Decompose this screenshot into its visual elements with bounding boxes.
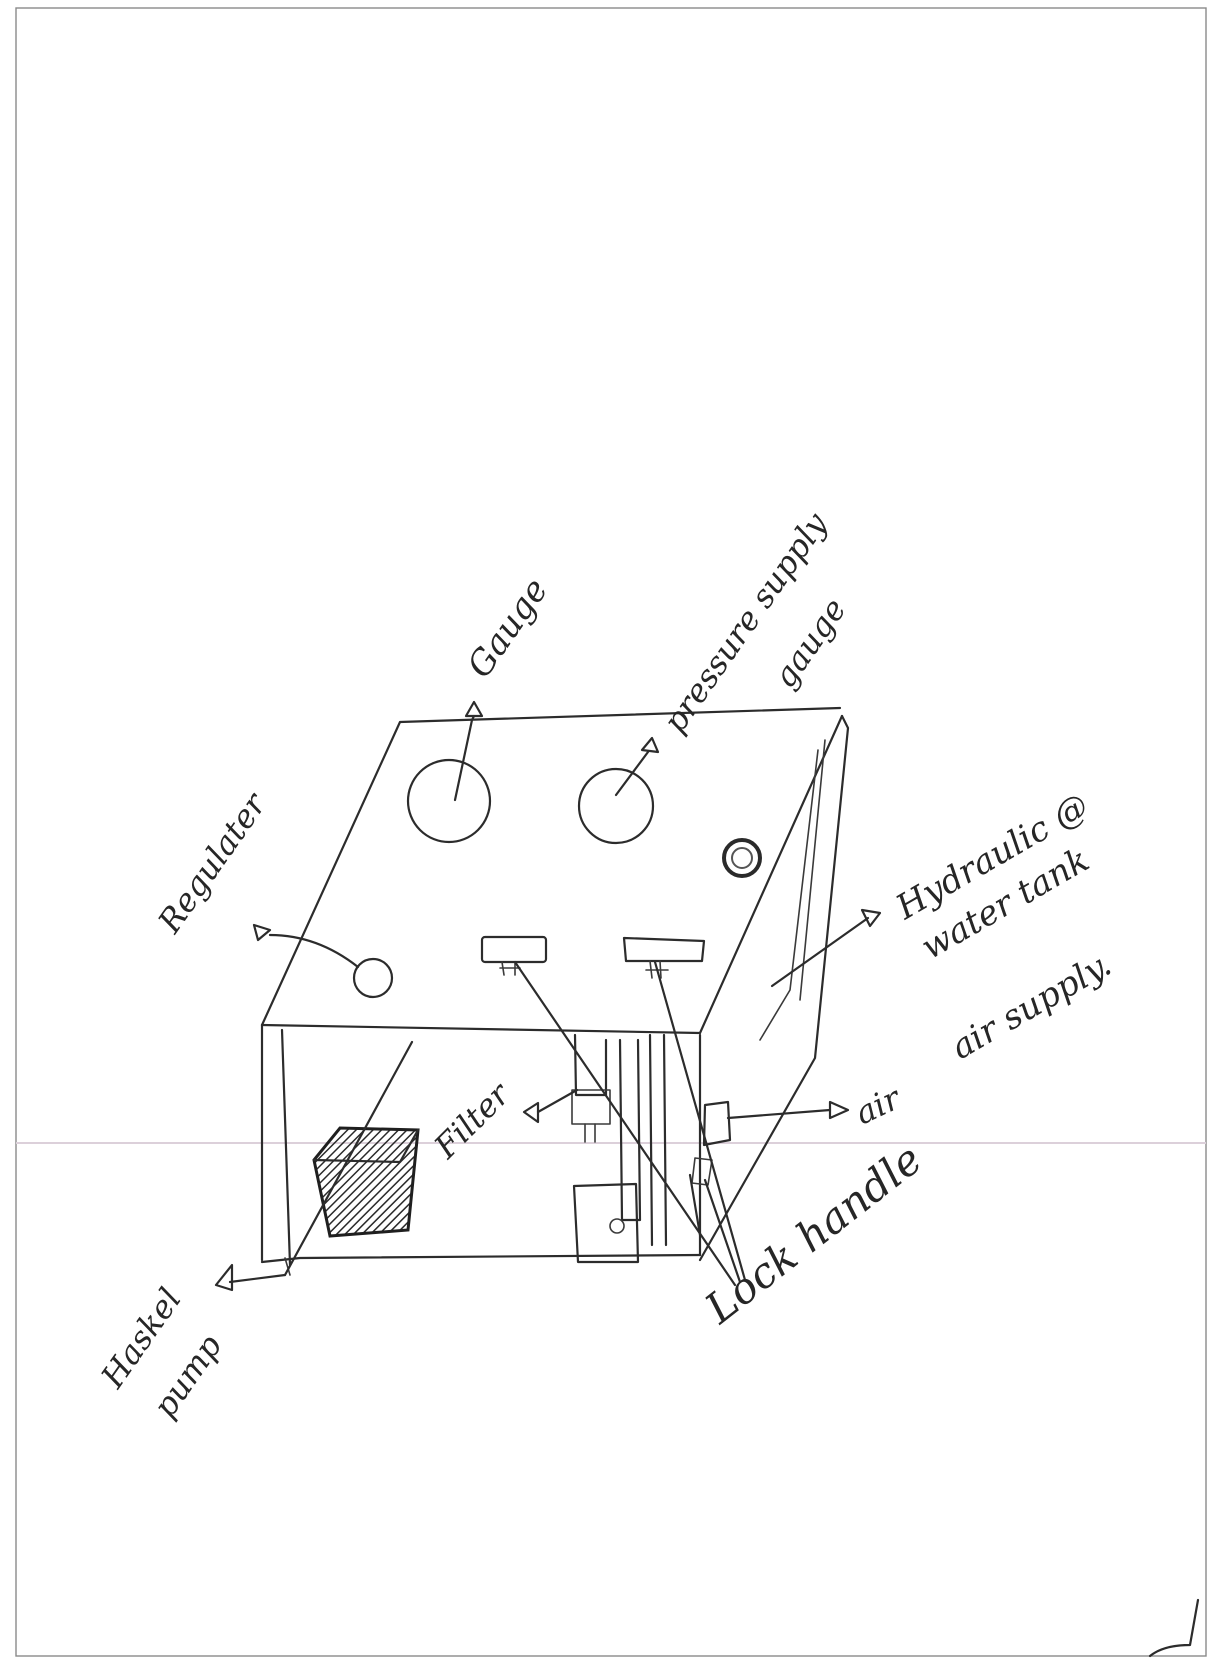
- knob-icon: [722, 838, 762, 878]
- frame-bottom: [260, 1253, 702, 1264]
- air-supply-arrow-icon: [828, 1100, 850, 1120]
- pressure-gauge-arrow-icon: [640, 736, 660, 754]
- control-box-port: [609, 1218, 625, 1234]
- top-panel-front-edge: [260, 1023, 702, 1035]
- top-panel-right-edge: [698, 714, 844, 1035]
- regulator-arrow-icon: [252, 923, 272, 942]
- lock-handle-left: [480, 935, 548, 964]
- filter-outlet: [584, 1123, 596, 1143]
- side-panel-outline: [698, 714, 850, 1262]
- lock-handle-right: [622, 936, 706, 963]
- regulator-label: Regulater: [150, 785, 275, 941]
- knob-inner-icon: [731, 847, 753, 869]
- haskel-arrow-icon: [214, 1263, 234, 1292]
- filter-cartridge: [571, 1089, 611, 1125]
- filter-leader: [536, 1088, 579, 1114]
- lock-handle-leader-mid: [703, 1178, 742, 1284]
- gauge-label: Gauge: [460, 571, 557, 685]
- haskel-leader-foot: [228, 1273, 287, 1284]
- pressure-gauge-leader: [614, 750, 650, 797]
- filter-arrow-icon: [522, 1101, 540, 1124]
- air-supply-label: air supply.: [945, 944, 1119, 1067]
- lock-handle-leader-left: [513, 960, 737, 1287]
- air-label: air: [849, 1078, 907, 1132]
- air-fitting: [702, 1100, 732, 1147]
- haskel-pump-block: [312, 1126, 420, 1238]
- filter-label: Filter: [426, 1074, 518, 1166]
- lock-handle-leader-right: [653, 960, 747, 1282]
- gauge-dial: [406, 758, 492, 844]
- control-box: [572, 1182, 640, 1264]
- air-hose: [688, 1173, 702, 1237]
- side-panel-inner-2: [799, 739, 826, 1001]
- lock-handle-label: Lock handle: [695, 1134, 931, 1333]
- top-panel-back-edges: [260, 706, 842, 1027]
- water-tank-arrow-icon: [860, 908, 882, 928]
- side-panel-inner: [759, 749, 819, 1041]
- regulator-knob: [352, 957, 394, 999]
- lock-handle-left-stem: [499, 961, 521, 976]
- page-border: [15, 7, 1207, 1657]
- gauge-arrow-icon: [464, 700, 484, 718]
- haskel-leader: [283, 1040, 414, 1277]
- water-tank-leader: [770, 916, 870, 988]
- filter-body: [573, 1033, 608, 1097]
- gauge-leader: [453, 714, 476, 802]
- frame-right-post-inner: [662, 1033, 668, 1247]
- air-fitting-lower: [691, 1157, 713, 1186]
- frame-right-post: [648, 1033, 654, 1247]
- pressure-supply-gauge-dial: [577, 767, 655, 845]
- filter-column: [618, 1038, 642, 1222]
- frame-left-post-inner: [280, 1028, 292, 1267]
- regulator-leader: [268, 933, 360, 969]
- haskel-pump-top-edge: [312, 1128, 420, 1164]
- frame-foot: [284, 1257, 291, 1276]
- corner-signature-mark: [1148, 1598, 1200, 1658]
- air-supply-leader: [726, 1108, 832, 1120]
